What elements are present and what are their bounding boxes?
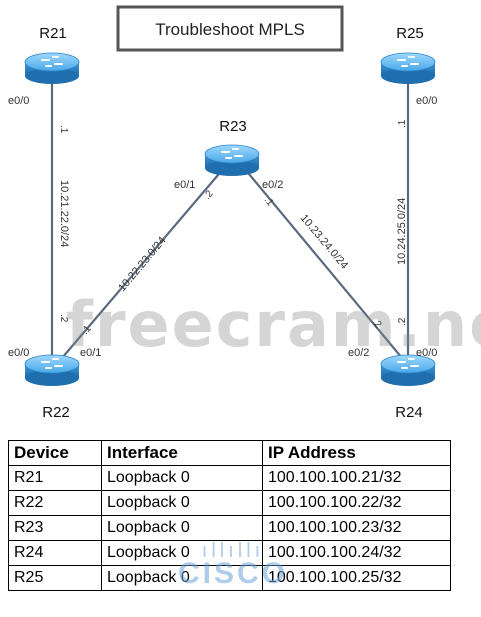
cell-device: R25	[8, 565, 102, 591]
r23-e01-label: e0/1	[174, 179, 195, 191]
router-r25-icon[interactable]	[380, 52, 436, 85]
cell-interface: Loopback 0	[101, 490, 263, 516]
cell-device: R21	[8, 465, 102, 491]
cell-device: R23	[8, 515, 102, 541]
table-row: R25 Loopback 0 100.100.100.25/32	[8, 565, 451, 591]
network-diagram: Troubleshoot MPLS R21 R25 R23 R22 R24 e0…	[8, 5, 481, 421]
link-r23-r24	[243, 167, 403, 359]
table-row: R21 Loopback 0 100.100.100.21/32	[8, 465, 451, 491]
r24-r25-end-b: .1	[397, 119, 408, 128]
link-r22-r23	[61, 167, 225, 359]
r24-e00-label: e0/0	[416, 347, 437, 359]
cell-ip: 100.100.100.25/32	[262, 565, 451, 591]
r21-r22-end-a: .1	[58, 125, 69, 134]
cell-interface: Loopback 0	[101, 465, 263, 491]
r24-r25-end-a: .2	[397, 317, 408, 326]
header-interface: Interface	[101, 440, 263, 466]
subnet-r24-r25: 10.24.25.0/24	[396, 198, 408, 265]
cell-device: R22	[8, 490, 102, 516]
cisco-logo: ıllıllı CISCO	[178, 540, 288, 591]
cell-ip: 100.100.100.24/32	[262, 540, 451, 566]
r22-e01-label: e0/1	[80, 347, 101, 359]
cell-device: R24	[8, 540, 102, 566]
diagram-title: Troubleshoot MPLS	[155, 20, 305, 39]
router-r25-label: R25	[396, 25, 424, 42]
subnet-r21-r22: 10.21.22.0/24	[58, 180, 70, 247]
header-device: Device	[8, 440, 102, 466]
r24-e02-label: e0/2	[348, 347, 369, 359]
router-r22-label: R22	[42, 404, 70, 421]
r25-e00-label: e0/0	[416, 95, 437, 107]
router-r21-icon[interactable]	[24, 52, 80, 85]
table-row: R23 Loopback 0 100.100.100.23/32	[8, 515, 451, 541]
subnet-r22-r23: 10.22.23.0/24	[116, 235, 168, 294]
r23-r24-end-a: .1	[262, 195, 276, 209]
cell-ip: 100.100.100.23/32	[262, 515, 451, 541]
cell-ip: 100.100.100.21/32	[262, 465, 451, 491]
router-r23-label: R23	[219, 118, 247, 135]
watermark: freecram.net	[66, 288, 481, 361]
table-row: R22 Loopback 0 100.100.100.22/32	[8, 490, 451, 516]
router-r23-icon[interactable]	[204, 144, 260, 177]
r21-e00-label: e0/0	[8, 95, 29, 107]
header-ip-address: IP Address	[262, 440, 451, 466]
cell-interface: Loopback 0	[101, 565, 263, 591]
cell-interface: Loopback 0	[101, 515, 263, 541]
cell-ip: 100.100.100.22/32	[262, 490, 451, 516]
table-header-row: Device Interface IP Address	[8, 440, 451, 466]
cell-interface: Loopback 0	[101, 540, 263, 566]
title-box	[116, 5, 344, 52]
loopback-table: Device Interface IP Address R21 Loopback…	[8, 440, 451, 591]
cisco-bars-icon: ıllıllı	[201, 540, 265, 562]
router-r24-label: R24	[395, 404, 423, 421]
cisco-logo-text: CISCO	[178, 557, 289, 590]
r21-r22-end-b: .2	[58, 314, 69, 323]
r22-e00-label: e0/0	[8, 347, 29, 359]
r23-e02-label: e0/2	[262, 179, 283, 191]
router-r21-label: R21	[39, 25, 67, 42]
